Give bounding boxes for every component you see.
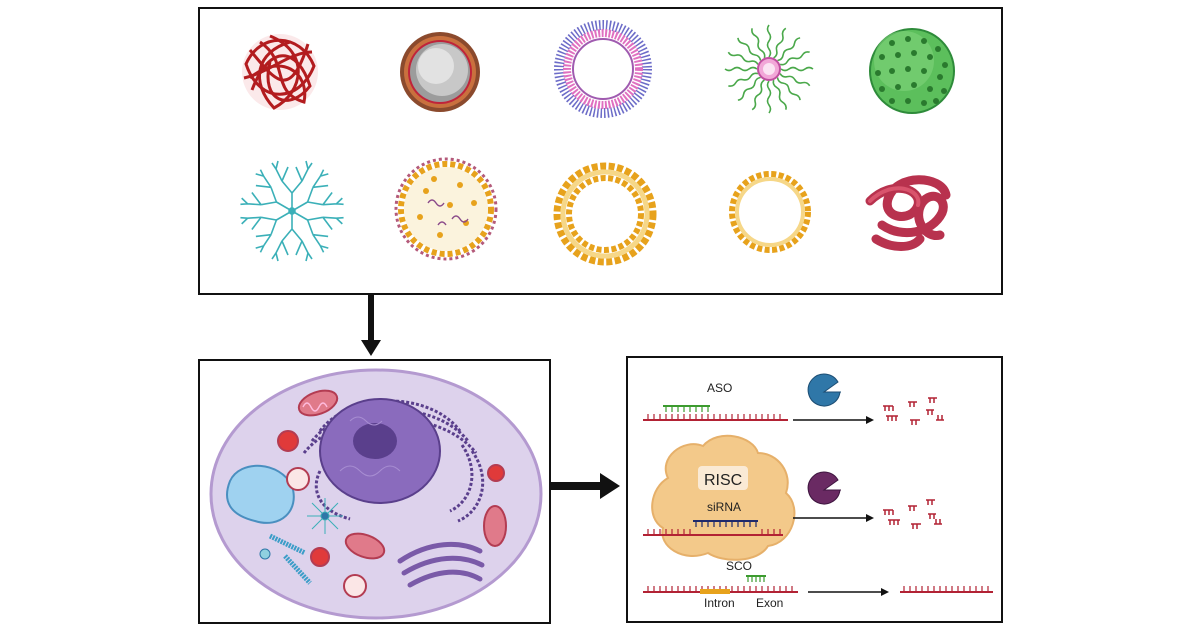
lipid-nanoparticle <box>394 157 498 261</box>
nucleus <box>319 398 441 504</box>
lipid-vesicle <box>729 171 811 253</box>
right-arrow <box>551 473 620 499</box>
golgi-apparatus <box>397 541 485 588</box>
mechanism-diagram: ASO RISC siRNA <box>643 373 993 610</box>
centrosome <box>307 498 343 534</box>
mechanism-panel: ASO RISC siRNA <box>626 356 1003 623</box>
intron-label: Intron <box>704 596 735 610</box>
nuclease-icon <box>807 471 841 505</box>
dendrimer <box>237 160 347 262</box>
polymeric-micelle <box>724 24 814 114</box>
nanocarrier-panel <box>198 7 1003 295</box>
vacuole <box>226 464 295 524</box>
cell-panel <box>198 359 551 624</box>
liposome <box>553 162 657 266</box>
micelle <box>554 20 652 118</box>
sco-row: SCO Intron Exon <box>643 559 993 610</box>
degraded-fragments <box>883 499 942 529</box>
cytoskeleton <box>268 533 312 585</box>
nuclease-icon <box>807 373 841 407</box>
protein-carrier <box>865 175 951 251</box>
core-shell-nanoparticle <box>400 32 480 112</box>
sirna-label: siRNA <box>707 500 741 514</box>
nanocarrier-art <box>237 20 955 266</box>
sco-label: SCO <box>726 559 752 573</box>
risc-label: RISC <box>704 472 742 489</box>
aso-label: ASO <box>707 381 732 395</box>
risc-complex <box>651 434 796 561</box>
degraded-fragments <box>883 397 944 425</box>
down-arrow <box>361 295 381 356</box>
aso-row: ASO <box>643 373 944 425</box>
mitochondrion <box>297 389 507 560</box>
exon-label: Exon <box>756 596 783 610</box>
vesicle <box>277 430 505 598</box>
cell-illustration <box>209 368 543 620</box>
inorganic-nanoparticle <box>869 28 955 114</box>
sirna-row: RISC siRNA <box>643 434 942 561</box>
polymer-nanoparticle <box>242 34 318 110</box>
